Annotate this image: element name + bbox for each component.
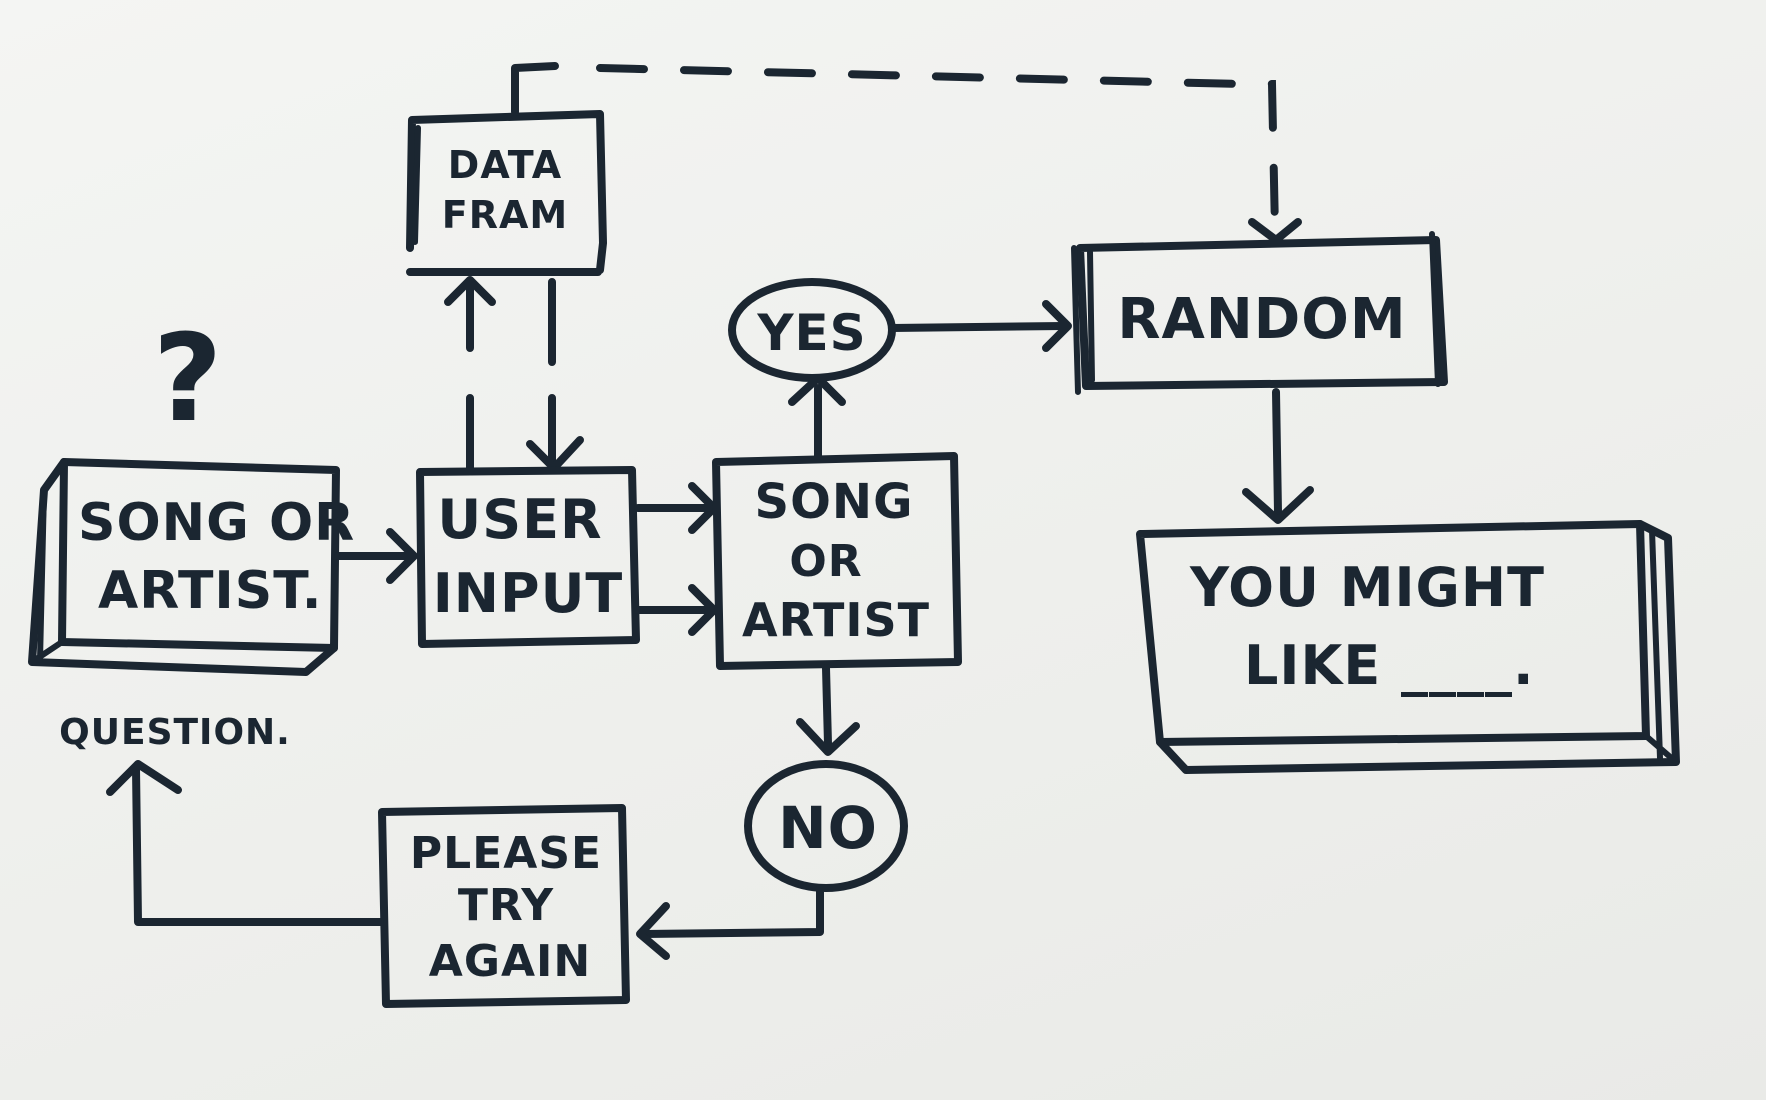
arrowhead-icon <box>636 902 670 960</box>
check-box-line2: OR <box>789 536 862 587</box>
no-label: NO <box>778 794 878 862</box>
song-or-artist-question-node: SONG OR ARTIST. <box>28 458 355 676</box>
arrowhead-icon <box>444 276 496 306</box>
arrowhead-icon <box>1248 218 1302 244</box>
question-box-line2: ARTIST. <box>98 561 323 621</box>
check-box-line1: SONG <box>755 474 914 530</box>
arrowhead-icon <box>1242 486 1314 524</box>
retry-line3: AGAIN <box>429 936 591 987</box>
result-line1: YOU MIGHT <box>1189 556 1545 619</box>
svg-text:?: ? <box>153 310 224 449</box>
yes-node: YES <box>728 278 896 382</box>
arrowhead-icon <box>688 584 718 636</box>
dashed-connector-data-to-random <box>511 62 1302 244</box>
connector-user-to-check-lower <box>634 584 718 636</box>
user-input-line1: USER <box>437 488 602 551</box>
connector-check-to-no <box>796 664 860 756</box>
no-node: NO <box>744 760 908 892</box>
connector-question-to-user <box>334 528 418 584</box>
user-input-line2: INPUT <box>433 562 624 625</box>
connector-no-to-retry <box>636 884 824 960</box>
check-box-line3: ARTIST <box>742 593 930 647</box>
please-try-again-node: PLEASE TRY AGAIN <box>378 804 630 1008</box>
connector-check-to-yes <box>788 374 846 460</box>
connector-user-to-data <box>444 276 496 472</box>
connector-retry-to-question <box>106 760 384 926</box>
result-line2: LIKE ____. <box>1244 634 1535 697</box>
connector-random-to-result <box>1242 388 1314 524</box>
arrowhead-icon <box>106 760 182 796</box>
data-frame-label-line1: DATA <box>448 143 562 187</box>
question-mark-icon: ? <box>153 310 224 449</box>
data-frame-label-line2: FRAM <box>442 193 568 237</box>
yes-label: YES <box>756 304 866 362</box>
song-or-artist-check-node: SONG OR ARTIST <box>712 452 962 670</box>
you-might-like-node: YOU MIGHT LIKE ____. <box>1136 520 1680 774</box>
retry-line2: TRY <box>458 880 554 931</box>
connector-data-to-user <box>526 278 584 472</box>
question-caption: QUESTION. <box>59 712 291 753</box>
connector-user-to-check-upper <box>634 482 718 534</box>
data-frame-node: DATA FRAM <box>406 110 607 276</box>
retry-line1: PLEASE <box>410 828 602 879</box>
user-input-node: USER INPUT <box>416 466 640 648</box>
arrowhead-icon <box>1042 300 1072 352</box>
random-node: RANDOM <box>1071 231 1448 395</box>
connector-yes-to-random <box>888 300 1072 352</box>
arrowhead-icon <box>796 718 860 756</box>
random-label: RANDOM <box>1117 287 1406 352</box>
arrowhead-icon <box>386 528 418 584</box>
question-box-line1: SONG OR <box>78 493 355 553</box>
